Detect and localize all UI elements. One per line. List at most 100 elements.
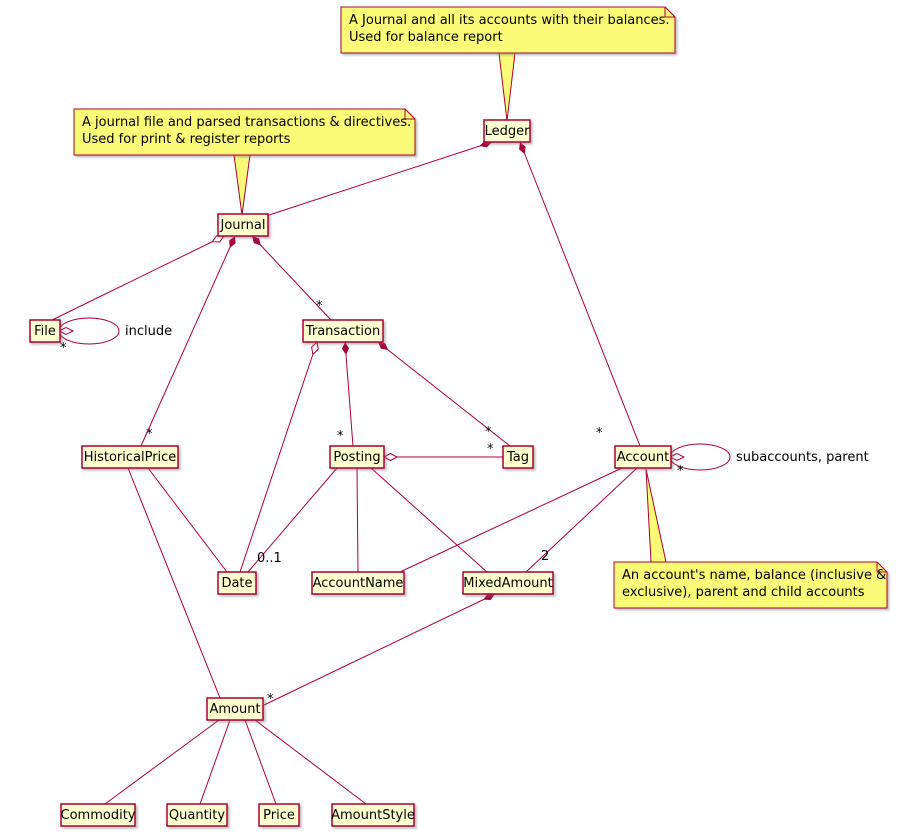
note-account-shape xyxy=(613,561,888,609)
class-amount: Amount xyxy=(206,697,264,721)
class-posting-box xyxy=(329,445,385,469)
aggregation-diamond-icon xyxy=(668,452,686,462)
class-amount-label: Amount xyxy=(209,702,260,717)
class-mixedamount-label: MixedAmount xyxy=(463,576,552,591)
class-amountstyle-box xyxy=(331,803,415,827)
mult-mixedamount-amounts: * xyxy=(267,692,274,707)
class-price: Price xyxy=(258,803,300,827)
class-mixedamount: MixedAmount xyxy=(462,571,554,595)
class-amount-box xyxy=(206,697,264,721)
class-ledger-box xyxy=(483,119,531,143)
class-quantity-label: Quantity xyxy=(169,808,225,823)
edge-transaction-posting xyxy=(342,341,354,447)
edge-amount-amountstyle xyxy=(254,719,367,805)
class-nodes: Ledger Journal File Transaction Historic… xyxy=(29,119,672,827)
class-account-box xyxy=(614,445,672,469)
class-file-box xyxy=(29,319,61,343)
edge-ledger-journal xyxy=(265,140,493,217)
class-price-box xyxy=(258,803,300,827)
class-commodity-box xyxy=(60,803,136,827)
mult-posting-date: 0..1 xyxy=(257,551,282,566)
edges xyxy=(51,140,731,805)
note-journal-tail xyxy=(233,154,251,216)
edge-amount-price xyxy=(244,719,277,805)
edge-transaction-date xyxy=(239,342,317,573)
note-tails xyxy=(233,52,667,563)
class-transaction-box xyxy=(302,319,384,343)
class-ledger: Ledger xyxy=(483,119,531,143)
edge-transaction-tag xyxy=(377,341,511,447)
class-historicalprice-box xyxy=(81,445,179,469)
note-journal-shape xyxy=(73,108,416,156)
class-file-label: File xyxy=(34,324,56,339)
note-account-fold-icon xyxy=(876,562,887,573)
class-price-label: Price xyxy=(263,808,295,823)
class-accountname-label: AccountName xyxy=(313,576,404,591)
edge-ledger-account xyxy=(519,141,641,447)
mult-transaction-tags: * xyxy=(485,425,492,440)
class-tag-label: Tag xyxy=(506,450,529,465)
class-account: Account xyxy=(614,445,672,469)
mult-journal-transactions: * xyxy=(316,299,323,314)
class-journal-label: Journal xyxy=(220,218,266,233)
class-historicalprice-label: HistoricalPrice xyxy=(84,450,177,465)
edge-account-mixedamount xyxy=(525,467,638,573)
mult-account-subaccounts: * xyxy=(677,464,684,479)
class-accountname: AccountName xyxy=(311,571,405,595)
note-ledger-line2: Used for balance report xyxy=(349,30,503,45)
note-journal-line2: Used for print & register reports xyxy=(82,132,291,147)
note-account-line2: exclusive), parent and child accounts xyxy=(622,585,865,600)
mult-posting-tags: * xyxy=(487,442,494,457)
edge-amount-commodity xyxy=(104,719,220,805)
edge-posting-accountname xyxy=(356,467,359,573)
class-accountname-box xyxy=(311,571,405,595)
label-account-subaccounts: subaccounts, parent xyxy=(736,450,869,465)
class-historicalprice: HistoricalPrice xyxy=(81,445,179,469)
edge-mixedamount-amount xyxy=(263,593,496,706)
note-ledger-tail xyxy=(498,52,516,122)
class-account-label: Account xyxy=(617,450,670,465)
aggregation-diamond-icon xyxy=(57,326,75,336)
class-amountstyle-label: AmountStyle xyxy=(331,808,415,823)
note-journal-fold-icon xyxy=(404,109,415,120)
note-journal: A journal file and parsed transactions &… xyxy=(73,108,416,156)
note-ledger: A Journal and all its accounts with thei… xyxy=(340,6,676,54)
edge-posting-date xyxy=(247,467,338,573)
note-ledger-shape xyxy=(340,6,676,54)
mult-ledger-accounts: * xyxy=(596,426,603,441)
edge-historicalprice-date xyxy=(147,467,228,573)
class-posting: Posting xyxy=(329,445,385,469)
class-transaction-label: Transaction xyxy=(305,324,380,339)
note-account-tail xyxy=(645,468,667,563)
class-tag: Tag xyxy=(502,445,534,469)
class-journal: Journal xyxy=(217,213,269,237)
note-ledger-fold-icon xyxy=(664,7,675,18)
class-journal-box xyxy=(217,213,269,237)
mult-file-include: * xyxy=(60,341,67,356)
note-journal-line1: A journal file and parsed transactions &… xyxy=(82,115,411,130)
edge-journal-file xyxy=(51,236,224,321)
edge-historicalprice-amount xyxy=(127,467,221,699)
class-commodity-label: Commodity xyxy=(61,808,136,823)
class-commodity: Commodity xyxy=(60,803,136,827)
edge-account-accountname xyxy=(399,467,623,573)
class-ledger-label: Ledger xyxy=(485,124,531,139)
edge-posting-mixedamount xyxy=(370,467,488,573)
note-account: An account's name, balance (inclusive & … xyxy=(613,561,888,609)
mult-transaction-postings: * xyxy=(337,429,344,444)
class-tag-box xyxy=(502,445,534,469)
label-file-include: include xyxy=(125,324,172,339)
class-transaction: Transaction xyxy=(302,319,384,343)
mult-journal-prices: * xyxy=(146,427,153,442)
edge-labels: * * * * * * 0..1 2 * * include * subacco… xyxy=(60,299,869,707)
class-amountstyle: AmountStyle xyxy=(331,803,415,827)
class-date-label: Date xyxy=(221,576,252,591)
class-date-box xyxy=(217,571,257,595)
edge-journal-transaction xyxy=(251,235,332,321)
class-posting-label: Posting xyxy=(333,450,380,465)
class-date: Date xyxy=(217,571,257,595)
class-quantity-box xyxy=(166,803,228,827)
class-mixedamount-box xyxy=(462,571,554,595)
